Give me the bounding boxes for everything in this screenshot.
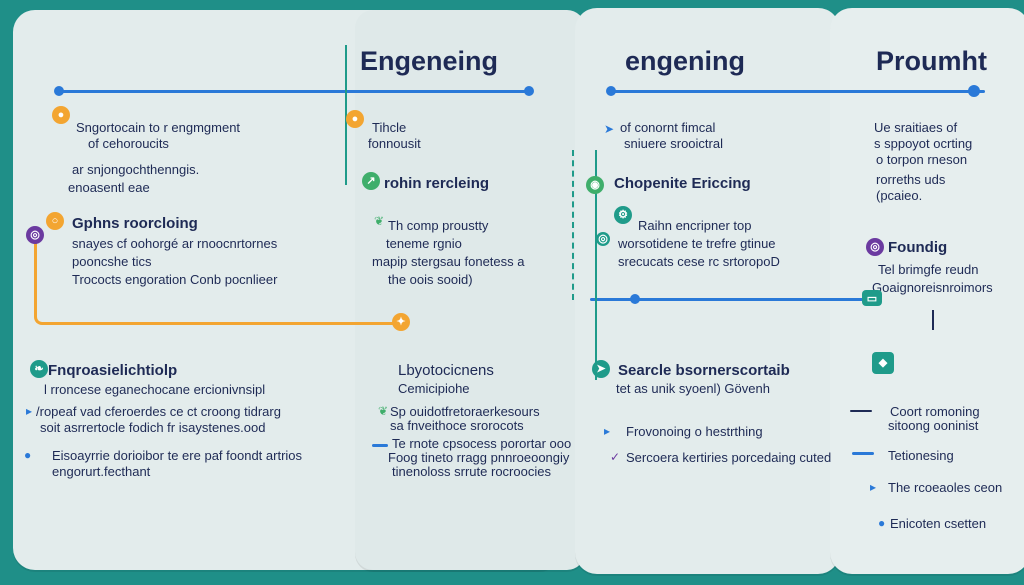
- intro-line: Tihcle: [372, 120, 407, 135]
- section-title: Fnqroasielichtiolp: [48, 362, 178, 379]
- section-line: Raihn encripner top: [638, 218, 752, 233]
- section-title: Searcle bsornerscortaib: [618, 362, 790, 379]
- intro-line: Ue sraitiaes of: [874, 120, 958, 135]
- section-line: mapip stergsau fonetess a: [372, 254, 525, 269]
- bullet-line: [850, 410, 872, 412]
- arrow-line: [932, 310, 934, 330]
- timeline-2: [610, 90, 985, 93]
- lightbulb-icon: ●: [52, 106, 70, 124]
- intro-line: sniuere srooictral: [624, 136, 723, 151]
- chart-icon: ▭: [862, 290, 882, 306]
- gear-icon: ⚙: [614, 206, 632, 224]
- gear-icon: ○: [46, 212, 64, 230]
- timeline-end-dot: [968, 85, 980, 97]
- intro-line: Sngortocain to r engmgment: [76, 120, 241, 135]
- section-line: the oois sooid): [388, 272, 473, 287]
- panel-middle: [355, 10, 585, 570]
- section-line: Eisoayrrie dorioibor te ere paf foondt a…: [52, 448, 303, 463]
- section-title: Gphns roorcloing: [72, 215, 198, 232]
- section-title: Foundig: [888, 239, 948, 256]
- section-line: Sp ouidotfretoraerkesours: [390, 404, 540, 419]
- bullet-icon: ●: [24, 448, 32, 462]
- chart-icon: ↗: [362, 172, 380, 190]
- intro-line: (pcaieo.: [876, 188, 923, 203]
- lightbulb-icon: ✦: [392, 313, 410, 331]
- bullet-line: [852, 452, 874, 455]
- arrow-icon: ➤: [604, 122, 615, 136]
- timeline-3: [590, 298, 870, 301]
- chart-icon: ◉: [586, 176, 604, 194]
- intro-line: of conornt fimcal: [620, 120, 716, 135]
- section-line: Tel brimgfe reudn: [878, 262, 979, 277]
- bullet-icon: ▸: [26, 404, 33, 418]
- section-line: The rcoeaoles ceon: [888, 480, 1003, 495]
- lightbulb-icon: ●: [346, 110, 364, 128]
- arrow-icon: ➤: [592, 360, 610, 378]
- timeline-dot: [54, 86, 64, 96]
- timeline-1: [58, 90, 528, 93]
- section-line: Sercoera kertiries porcedaing cuted: [626, 450, 832, 465]
- panel-engening: [575, 8, 840, 574]
- section-line: sitoong ooninist: [888, 418, 979, 433]
- section-line: srecucats cese rc srtoropoD: [618, 254, 780, 269]
- section-line: l rroncese eganechocane ercionivnsipl: [44, 382, 266, 397]
- section-line: Frovonoing o hestrthing: [626, 424, 763, 439]
- intro-line: rorreths uds: [876, 172, 946, 187]
- section-line: soit asrrertocle fodich fr isaystenes.oo…: [40, 420, 266, 435]
- timeline-dot: [606, 86, 616, 96]
- section-line: Enicoten csetten: [890, 516, 987, 531]
- intro-line: s sppoyot ocrting: [874, 136, 973, 151]
- section-line: teneme rgnio: [386, 236, 462, 251]
- section-line: Te rnote cpsocess porortar ooo: [392, 436, 572, 451]
- section-line: Goaignoreisnroimors: [872, 280, 993, 295]
- bullet-icon: ▸: [604, 424, 611, 438]
- section-line: engorurt.fecthant: [52, 464, 151, 479]
- leaf-icon: ❧: [30, 360, 48, 378]
- section-line: Th comp proustty: [388, 218, 489, 233]
- bullet-icon: ❦: [378, 404, 389, 418]
- section-title: rohin rercleing: [384, 175, 490, 192]
- section-line: tet as unik syoenl) Gövenh: [616, 381, 770, 396]
- section-title: Lbyotocicnens: [398, 362, 494, 379]
- bullet-icon: ✓: [610, 450, 621, 464]
- intro-line: of cehoroucits: [88, 136, 169, 151]
- section-line: Foog tineto rragg pnnroeoongiy: [388, 450, 570, 465]
- intro-line: o torpon rneson: [876, 152, 968, 167]
- target-icon: ◎: [866, 238, 884, 256]
- intro-line: ar snjongochthenngis.: [72, 162, 200, 177]
- section-line: tinenoloss srrute rocroocies: [392, 464, 551, 479]
- bullet-icon: ●: [878, 516, 886, 530]
- timeline-dot: [524, 86, 534, 96]
- divider-dashed: [572, 150, 574, 300]
- column-4-heading: Proumht: [876, 46, 987, 76]
- section-line: Tetionesing: [888, 448, 954, 463]
- section-line: pooncshe tics: [72, 254, 152, 269]
- intro-line: fonnousit: [368, 136, 421, 151]
- section-line: /ropeaf vad cferoerdes ce ct croong tidr…: [36, 404, 281, 419]
- section-line: Cemicipiohe: [398, 381, 470, 396]
- column-3-heading: engening: [625, 46, 745, 76]
- connector-line: [34, 236, 397, 325]
- section-line: sa fnveithoce srorocots: [390, 418, 524, 433]
- section-title: Chopenite Ericcing: [614, 175, 751, 192]
- bullet-icon: [372, 444, 388, 447]
- section-line: snayes cf oohorgé ar rnoocnrtornes: [72, 236, 278, 251]
- leaf-icon: ❦: [374, 214, 385, 228]
- timeline-dot: [630, 294, 640, 304]
- section-line: worsotidene te trefre gtinue: [618, 236, 776, 251]
- divider-line: [595, 150, 597, 380]
- column-1-heading: Engeneing: [360, 46, 499, 76]
- target-icon: ◎: [596, 232, 610, 246]
- section-line: Trococts engoration Conb pocnlieer: [72, 272, 278, 287]
- intro-line: enoasentl eae: [68, 180, 150, 195]
- target-icon: ◆: [872, 352, 894, 374]
- section-line: Coort romoning: [890, 404, 980, 419]
- target-icon: ◎: [26, 226, 44, 244]
- bullet-icon: ▸: [870, 480, 877, 494]
